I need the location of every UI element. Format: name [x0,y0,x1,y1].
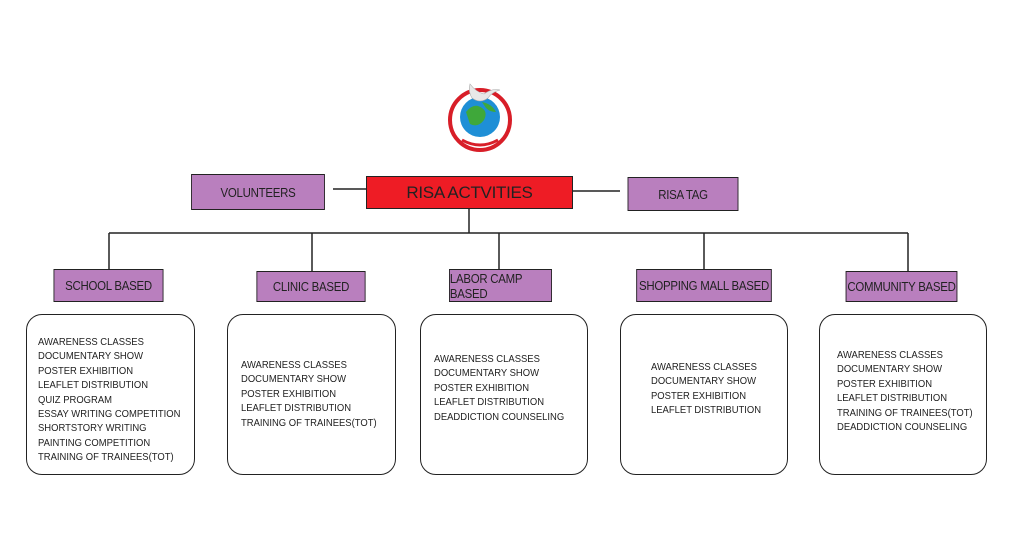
activity-item: LEAFLET DISTRIBUTION [38,379,149,392]
activity-list: AWARENESS CLASSES DOCUMENTARY SHOW POSTE… [421,315,587,424]
volunteers-label: VOLUNTEERS [220,184,296,200]
activity-item: TRAINING OF TRAINEES(TOT) [837,406,973,419]
activity-item: DOCUMENTARY SHOW [837,363,943,376]
activity-item: LEAFLET DISTRIBUTION [651,404,762,417]
activity-item: DEADDICTION COUNSELING [837,421,968,434]
panel-shopping-mall: AWARENESS CLASSES DOCUMENTARY SHOW POSTE… [620,314,788,475]
activity-item: AWARENESS CLASSES [651,361,757,373]
activity-item: LEAFLET DISTRIBUTION [837,392,948,405]
activity-item: POSTER EXHIBITION [38,364,134,377]
activity-item: SHORTSTORY WRITING [38,422,147,435]
risa-tag-label: RISA TAG [658,186,708,202]
foundation-logo [448,83,512,152]
activity-item: LEAFLET DISTRIBUTION [434,396,545,409]
activity-item: POSTER EXHIBITION [651,389,747,402]
category-label: SHOPPING MALL BASED [639,278,769,293]
activity-list: AWARENESS CLASSES DOCUMENTARY SHOW POSTE… [820,315,986,434]
activity-item: AWARENESS CLASSES [38,336,144,348]
panel-community: AWARENESS CLASSES DOCUMENTARY SHOW POSTE… [819,314,987,475]
category-label: SCHOOL BASED [65,278,152,293]
risa-tag-box: RISA TAG [627,177,739,211]
category-label: COMMUNITY BASED [847,279,956,294]
activity-item: AWARENESS CLASSES [434,353,540,365]
center-label: RISA ACTVITIES [406,182,533,202]
center-box: RISA ACTVITIES [366,176,573,209]
category-header-clinic: CLINIC BASED [256,271,366,302]
panel-school: AWARENESS CLASSES DOCUMENTARY SHOW POSTE… [26,314,195,475]
category-header-community: COMMUNITY BASED [845,271,958,302]
activity-item: LEAFLET DISTRIBUTION [241,402,352,415]
activity-item: PAINTING COMPETITION [38,436,151,449]
activity-list: AWARENESS CLASSES DOCUMENTARY SHOW POSTE… [621,315,787,418]
panel-labor-camp: AWARENESS CLASSES DOCUMENTARY SHOW POSTE… [420,314,588,475]
volunteers-box: VOLUNTEERS [191,174,325,210]
category-header-shopping-mall: SHOPPING MALL BASED [636,269,772,302]
activity-list: AWARENESS CLASSES DOCUMENTARY SHOW POSTE… [228,315,395,430]
activity-item: TRAINING OF TRAINEES(TOT) [241,416,377,429]
activity-list: AWARENESS CLASSES DOCUMENTARY SHOW POSTE… [27,315,194,465]
activity-item: POSTER EXHIBITION [434,381,530,394]
activity-item: POSTER EXHIBITION [241,387,337,400]
activity-item: AWARENESS CLASSES [241,359,347,371]
category-label: CLINIC BASED [272,279,350,294]
activity-item: DOCUMENTARY SHOW [241,373,347,386]
activity-item: ESSAY WRITING COMPETITION [38,408,181,421]
activity-item: TRAINING OF TRAINEES(TOT) [38,451,174,464]
activity-item: DOCUMENTARY SHOW [651,375,757,388]
panel-clinic: AWARENESS CLASSES DOCUMENTARY SHOW POSTE… [227,314,396,475]
activity-item: AWARENESS CLASSES [837,349,943,361]
activity-item: DOCUMENTARY SHOW [434,367,540,380]
activity-item: QUIZ PROGRAM [38,393,113,406]
activity-item: DEADDICTION COUNSELING [434,410,565,423]
activity-item: DOCUMENTARY SHOW [38,350,144,363]
category-label: LABOR CAMP BASED [449,270,523,301]
category-header-labor-camp: LABOR CAMP BASED [449,269,552,302]
activity-item: POSTER EXHIBITION [837,377,933,390]
category-header-school: SCHOOL BASED [53,269,164,302]
